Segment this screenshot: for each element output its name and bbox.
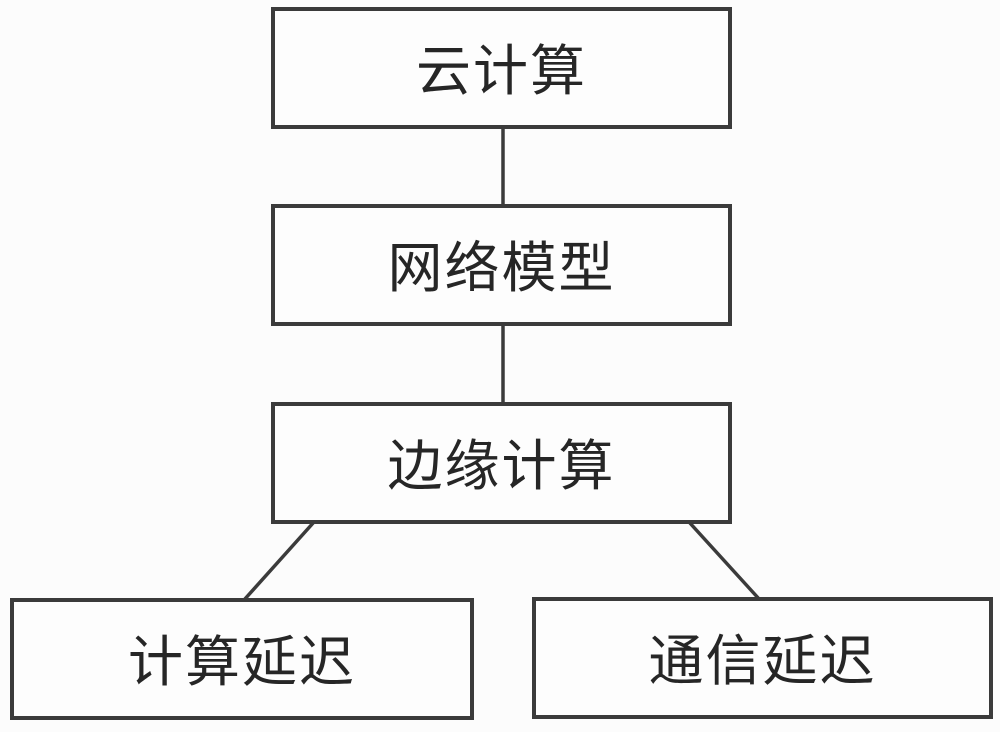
node-network-model-label: 网络模型: [387, 235, 616, 300]
node-comm-delay-label: 通信延迟: [648, 628, 877, 693]
node-edge-computing: 边缘计算: [271, 402, 732, 524]
node-network-model: 网络模型: [271, 204, 732, 326]
node-comm-delay: 通信延迟: [532, 597, 993, 719]
connector-edge-to-comm-delay: [687, 520, 762, 602]
connector-edge-to-compute-delay: [242, 520, 316, 602]
node-compute-delay: 计算延迟: [10, 598, 474, 720]
node-cloud-computing-label: 云计算: [415, 38, 587, 103]
node-cloud-computing: 云计算: [271, 7, 732, 129]
node-compute-delay-label: 计算延迟: [127, 629, 356, 694]
node-edge-computing-label: 边缘计算: [387, 433, 616, 498]
